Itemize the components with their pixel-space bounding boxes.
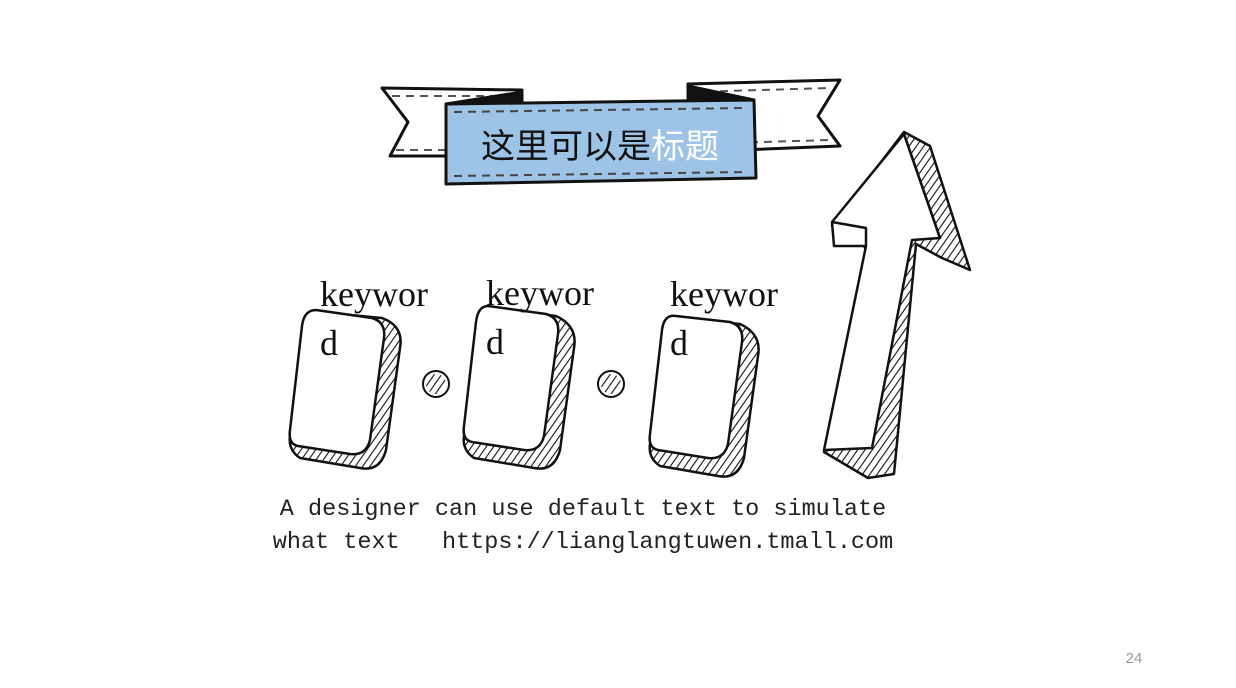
up-arrow-icon <box>822 130 972 480</box>
caption-text: A designer can use default text to simul… <box>258 493 908 559</box>
keyword-block-icon-1 <box>288 308 402 470</box>
keyword-label-1: keyword <box>320 274 428 363</box>
dot-icon-1 <box>422 370 450 398</box>
keyword-label-2: keyword <box>486 273 594 362</box>
ribbon-banner-icon <box>380 78 842 186</box>
dot-icon-2 <box>597 370 625 398</box>
caption-line-2: what text https://lianglangtuwen.tmall.c… <box>272 529 894 556</box>
title-highlight-text: 标题 <box>651 126 719 167</box>
keyword-label-3: keyword <box>670 274 778 363</box>
slide-title: 这里可以是标题 <box>446 104 754 182</box>
caption-line-1: A designer can use default text to simul… <box>279 496 887 523</box>
keyword-block-icon-3 <box>648 314 760 478</box>
title-main-text: 这里可以是 <box>481 126 651 167</box>
page-number: 24 <box>1125 650 1143 667</box>
keyword-block-icon-2 <box>462 304 576 470</box>
